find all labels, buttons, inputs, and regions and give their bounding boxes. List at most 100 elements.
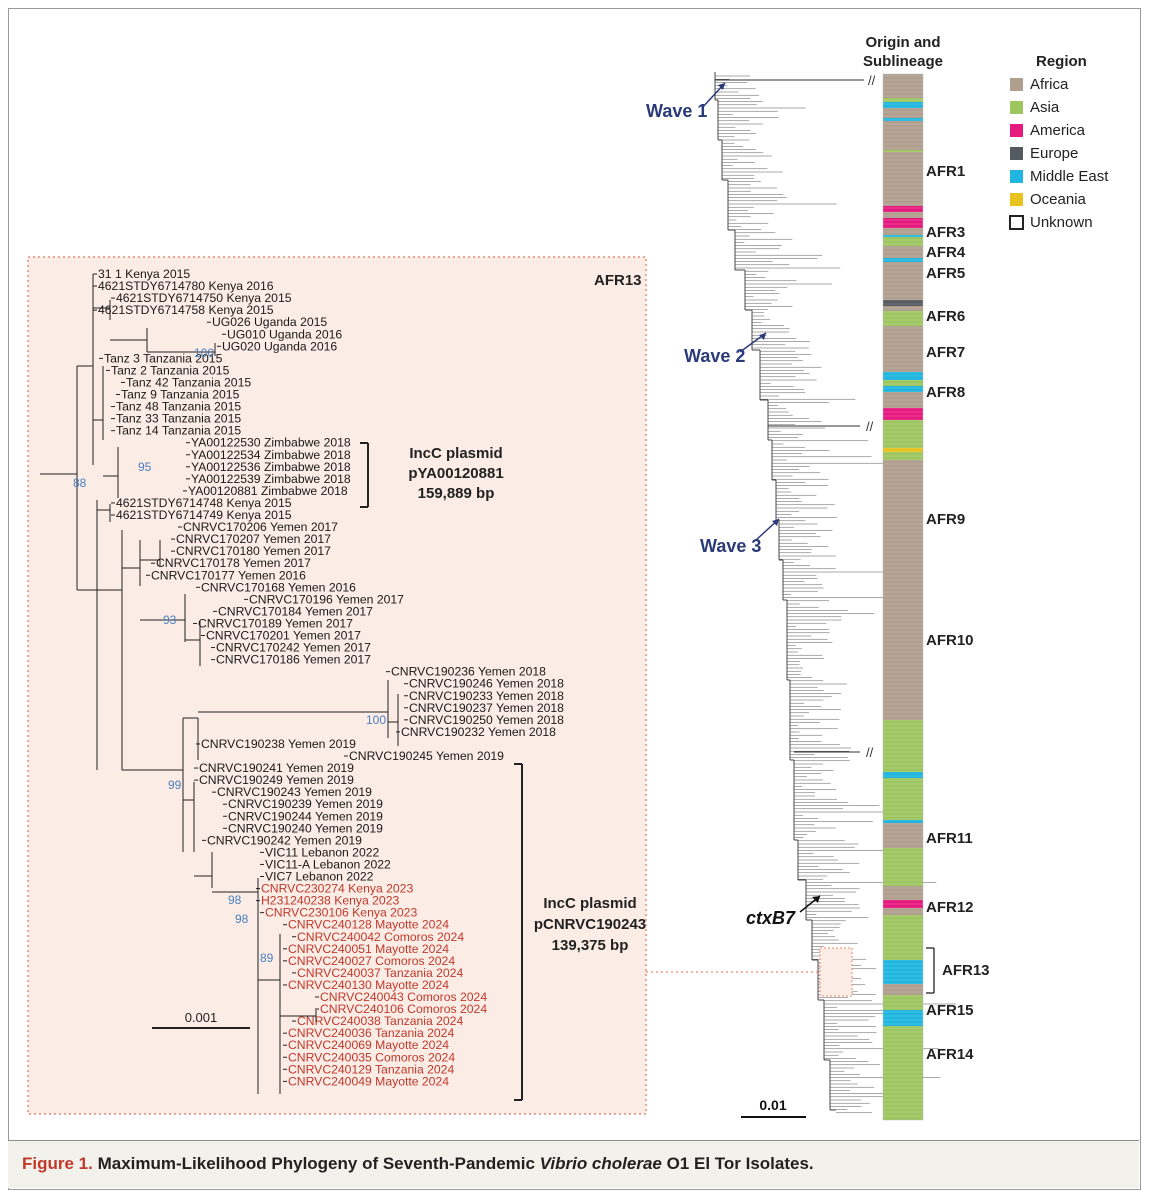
taxon-label: YA00120881 Zimbabwe 2018 [188,484,348,498]
taxon-label: CNRVC190239 Yemen 2019 [228,797,383,811]
bootstrap-value: 93 [163,613,177,627]
taxon-label: CNRVC190236 Yemen 2018 [391,665,546,679]
taxon-label: CNRVC240042 Comoros 2024 [297,930,464,944]
legend-item-label: Middle East [1030,168,1109,185]
strip-segment [883,306,923,311]
strip-segment [883,730,923,772]
taxon-label: CNRVC240069 Mayotte 2024 [288,1038,449,1052]
strip-segment [883,848,923,886]
strip-segment [883,102,923,108]
taxon-label: CNRVC230106 Kenya 2023 [265,906,417,920]
strip-segment [883,414,923,420]
legend-item-label: Europe [1030,145,1078,162]
taxon-label: CNRVC190238 Yemen 2019 [201,737,356,751]
legend-swatch [1010,124,1023,137]
taxon-label: 4621STDY6714780 Kenya 2016 [98,279,274,293]
wave-arrowhead [759,333,766,340]
origin-sublineage-strip: Origin andSublineageAFR1AFR3AFR4AFR5AFR6… [863,34,990,1121]
plasmid2-label: IncC plasmid [543,895,636,912]
sublineage-label: AFR9 [926,511,965,528]
wave-arrowhead [718,83,725,90]
taxon-label: CNRVC190245 Yemen 2019 [349,749,504,763]
strip-segment [883,386,923,392]
strip-segment [883,237,923,246]
taxon-label: CNRVC240049 Mayotte 2024 [288,1074,449,1088]
taxon-label: CNRVC190237 Yemen 2018 [409,701,564,715]
taxon-label: CNRVC170180 Yemen 2017 [176,544,331,558]
taxon-label: YA00122539 Zimbabwe 2018 [191,472,351,486]
caption-title-italic: Vibrio cholerae [539,1154,662,1173]
afr13-clade-highlight [819,947,853,997]
taxon-label: H231240238 Kenya 2023 [261,894,399,908]
taxon-label: CNRVC240129 Tanzania 2024 [288,1062,454,1076]
plasmid1-label: pYA00120881 [408,465,503,482]
strip-segment [883,908,923,915]
taxon-label: 4621STDY6714749 Kenya 2015 [116,508,292,522]
bootstrap-value: 95 [138,460,152,474]
figure-label: Figure 1. [22,1154,93,1173]
sublineage-label: AFR5 [926,265,965,282]
legend-item-label: Africa [1030,76,1069,93]
caption-bar: Figure 1. Maximum-Likelihood Phylogeny o… [8,1140,1139,1188]
wave-label: Wave 2 [684,346,745,366]
strip-segment [883,326,923,330]
legend-item-label: Asia [1030,99,1060,116]
strip-segment [883,218,923,228]
strip-segment [883,1045,923,1120]
taxon-label: CNRVC190244 Yemen 2019 [228,809,383,823]
wave-arrowhead [772,519,779,526]
taxon-label: Tanz 3 Tanzania 2015 [104,351,223,365]
strip-segment [883,452,923,460]
taxon-label: 4621STDY6714750 Kenya 2015 [116,291,292,305]
strip-segment [883,1010,923,1026]
legend-swatch [1010,170,1023,183]
strip-segment [883,995,923,1010]
taxon-label: CNRVC240027 Comoros 2024 [288,954,455,968]
sublineage-label: AFR8 [926,384,965,401]
taxon-label: Tanz 2 Tanzania 2015 [111,363,230,377]
caption-title-part2: O1 El Tor Isolates. [661,1154,814,1173]
taxon-label: CNRVC190240 Yemen 2019 [228,821,383,835]
legend-swatch [1010,147,1023,160]
legend-item-label: Oceania [1030,191,1087,208]
strip-segment [883,246,923,258]
plasmid2-label: 139,375 bp [552,937,629,954]
strip-segment [883,720,923,730]
taxon-label: 4621STDY6714748 Kenya 2015 [116,496,292,510]
sublineage-label: AFR11 [926,830,973,847]
taxon-label: Tanz 33 Tanzania 2015 [116,412,241,426]
taxon-label: CNRVC190243 Yemen 2019 [217,785,372,799]
plasmid1-label: 159,889 bp [418,485,495,502]
taxon-label: CNRVC170196 Yemen 2017 [249,592,404,606]
plasmid1-label: IncC plasmid [409,445,502,462]
taxon-label: YA00122530 Zimbabwe 2018 [191,436,351,450]
strip-segment [883,235,923,237]
strip-segment [883,206,923,212]
taxon-label: CNRVC240128 Mayotte 2024 [288,918,449,932]
taxon-label: CNRVC240037 Tanzania 2024 [297,966,463,980]
strip-outline [882,73,924,1121]
caption-title-part1: Maximum-Likelihood Phylogeny of Seventh-… [97,1154,540,1173]
legend-title: Region [1036,53,1087,70]
inset-box [27,256,647,1115]
taxon-label: Tanz 9 Tanzania 2015 [121,388,240,402]
taxon-label: Tanz 48 Tanzania 2015 [116,400,241,414]
strip-segment [883,118,923,121]
taxon-label: CNRVC190241 Yemen 2019 [199,761,354,775]
taxon-label: CNRVC170189 Yemen 2017 [198,616,353,630]
branch-break-mark: // [866,419,874,434]
taxon-label: CNRVC230274 Kenya 2023 [261,882,413,896]
taxon-label: Tanz 42 Tanzania 2015 [126,375,251,389]
bootstrap-value: 99 [168,778,182,792]
strip-segment [883,74,923,98]
strip-segment [883,915,923,935]
strip-segment [883,392,923,408]
inset-scale-label: 0.001 [185,1010,218,1025]
sublineage-label: AFR14 [926,1046,974,1063]
sublineage-label: AFR1 [926,163,965,180]
taxon-label: CNRVC190242 Yemen 2019 [207,833,362,847]
strip-segment [883,935,923,960]
taxon-label: CNRVC170186 Yemen 2017 [216,653,371,667]
taxon-label: VIC7 Lebanon 2022 [265,870,374,884]
